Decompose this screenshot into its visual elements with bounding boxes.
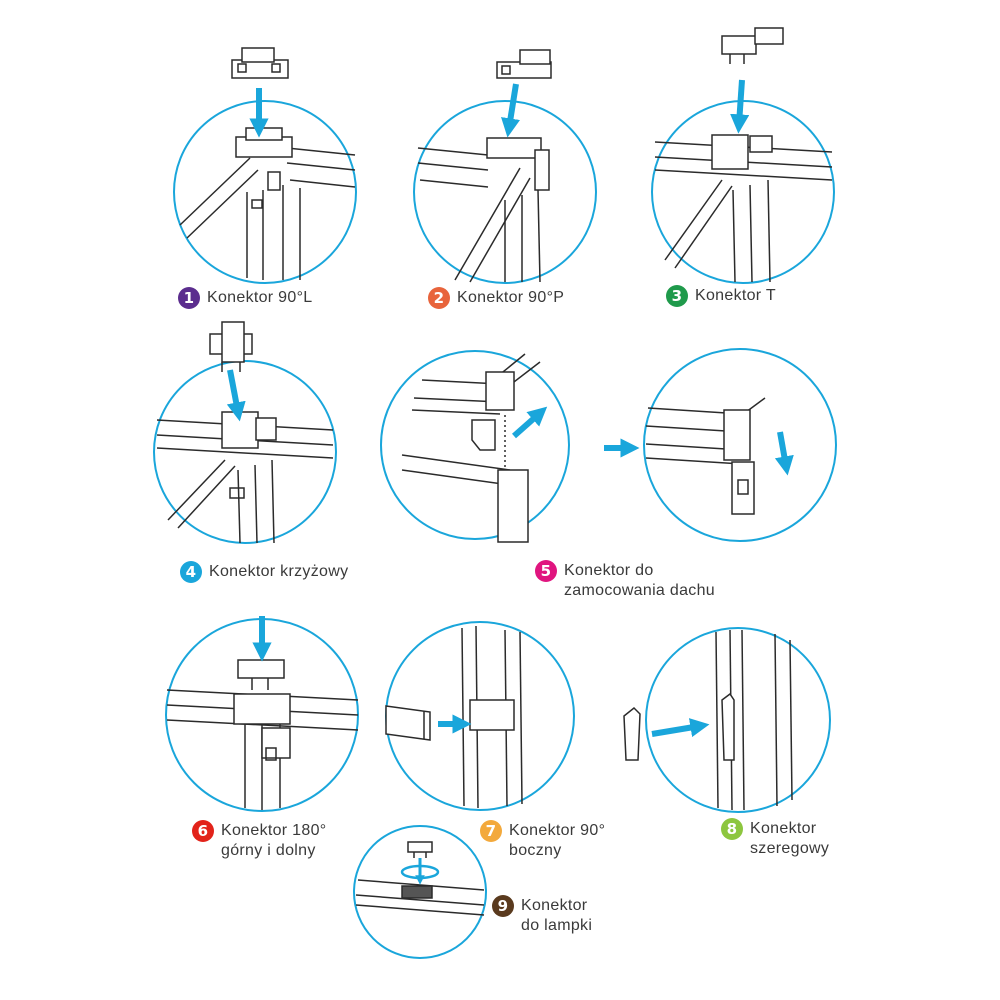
arrow-8	[651, 718, 710, 738]
caption-6: 6 Konektor 180° górny i dolny	[192, 820, 326, 861]
connector-piece-2	[496, 49, 552, 79]
detail-circle-2	[413, 100, 597, 284]
number-badge-7: 7	[480, 820, 502, 842]
detail-circle-9	[353, 825, 487, 959]
frame-parts-2	[417, 137, 550, 283]
frame-parts-7	[461, 625, 523, 809]
connector-piece-3	[721, 27, 784, 64]
panel-5-illustration	[380, 348, 837, 543]
detail-circle-5b	[643, 348, 837, 542]
caption-6-line-1: Konektor 180°	[221, 822, 327, 839]
detail-circle-8	[645, 627, 831, 813]
detail-circle-5a	[380, 350, 570, 540]
connector-piece-6	[237, 659, 285, 690]
panel-9-illustration	[353, 825, 487, 959]
panel-6-illustration	[165, 616, 359, 812]
caption-5: 5 Konektor do zamocowania dachu	[535, 560, 715, 601]
connector-piece-4	[209, 321, 253, 372]
arrow-4	[226, 369, 246, 422]
panel-3-illustration	[651, 27, 835, 284]
panel-8-illustration	[623, 627, 831, 813]
frame-parts-6	[166, 689, 359, 810]
arrow-3	[730, 79, 750, 134]
caption-1: 1 Konektor 90°L	[178, 287, 312, 309]
caption-7-line-1: Konektor 90°	[509, 822, 606, 839]
connector-piece-1	[231, 47, 289, 79]
detail-circle-4	[153, 360, 337, 544]
number-badge-2: 2	[428, 287, 450, 309]
caption-3: 3 Konektor T	[666, 285, 776, 307]
caption-9: 9 Konektor do lampki	[492, 895, 592, 936]
panel-2-illustration	[413, 49, 597, 284]
panel-7-illustration	[385, 621, 575, 811]
caption-4: 4 Konektor krzyżowy	[180, 561, 348, 583]
detail-circle-3	[651, 100, 835, 284]
caption-4-line-1: Konektor krzyżowy	[209, 563, 349, 580]
frame-parts-5a	[401, 353, 541, 543]
connector-piece-9	[407, 841, 433, 858]
frame-parts-8	[715, 629, 793, 811]
caption-8-line-1: Konektor	[750, 820, 817, 837]
frame-parts-3	[654, 134, 833, 283]
arrow-5a	[512, 406, 548, 439]
arrow-2	[501, 83, 520, 138]
number-badge-3: 3	[666, 285, 688, 307]
caption-8: 8 Konektor szeregowy	[721, 818, 829, 859]
number-badge-4: 4	[180, 561, 202, 583]
number-badge-1: 1	[178, 287, 200, 309]
panel-1-illustration	[173, 47, 357, 284]
caption-7: 7 Konektor 90° boczny	[480, 820, 605, 861]
caption-2: 2 Konektor 90°P	[428, 287, 564, 309]
caption-8-line-2: szeregowy	[750, 840, 830, 857]
caption-7-line-2: boczny	[509, 842, 562, 859]
number-badge-6: 6	[192, 820, 214, 842]
connector-piece-8	[623, 706, 641, 761]
caption-1-line-1: Konektor 90°L	[207, 289, 313, 306]
caption-9-line-2: do lampki	[521, 917, 593, 934]
connector-piece-7	[385, 705, 431, 741]
number-badge-9: 9	[492, 895, 514, 917]
caption-3-line-1: Konektor T	[695, 287, 776, 304]
caption-9-line-1: Konektor	[521, 897, 588, 914]
arrow-5b	[774, 431, 794, 476]
number-badge-5: 5	[535, 560, 557, 582]
number-badge-8: 8	[721, 818, 743, 840]
caption-5-line-1: Konektor do	[564, 562, 654, 579]
frame-parts-4	[156, 411, 334, 544]
panel-4-illustration	[153, 321, 337, 544]
caption-5-line-2: zamocowania dachu	[564, 582, 715, 599]
detail-circle-1	[173, 100, 357, 284]
frame-parts-9	[355, 879, 485, 916]
caption-6-line-2: górny i dolny	[221, 842, 316, 859]
frame-parts-5b	[645, 397, 766, 515]
caption-2-line-1: Konektor 90°P	[457, 289, 565, 306]
